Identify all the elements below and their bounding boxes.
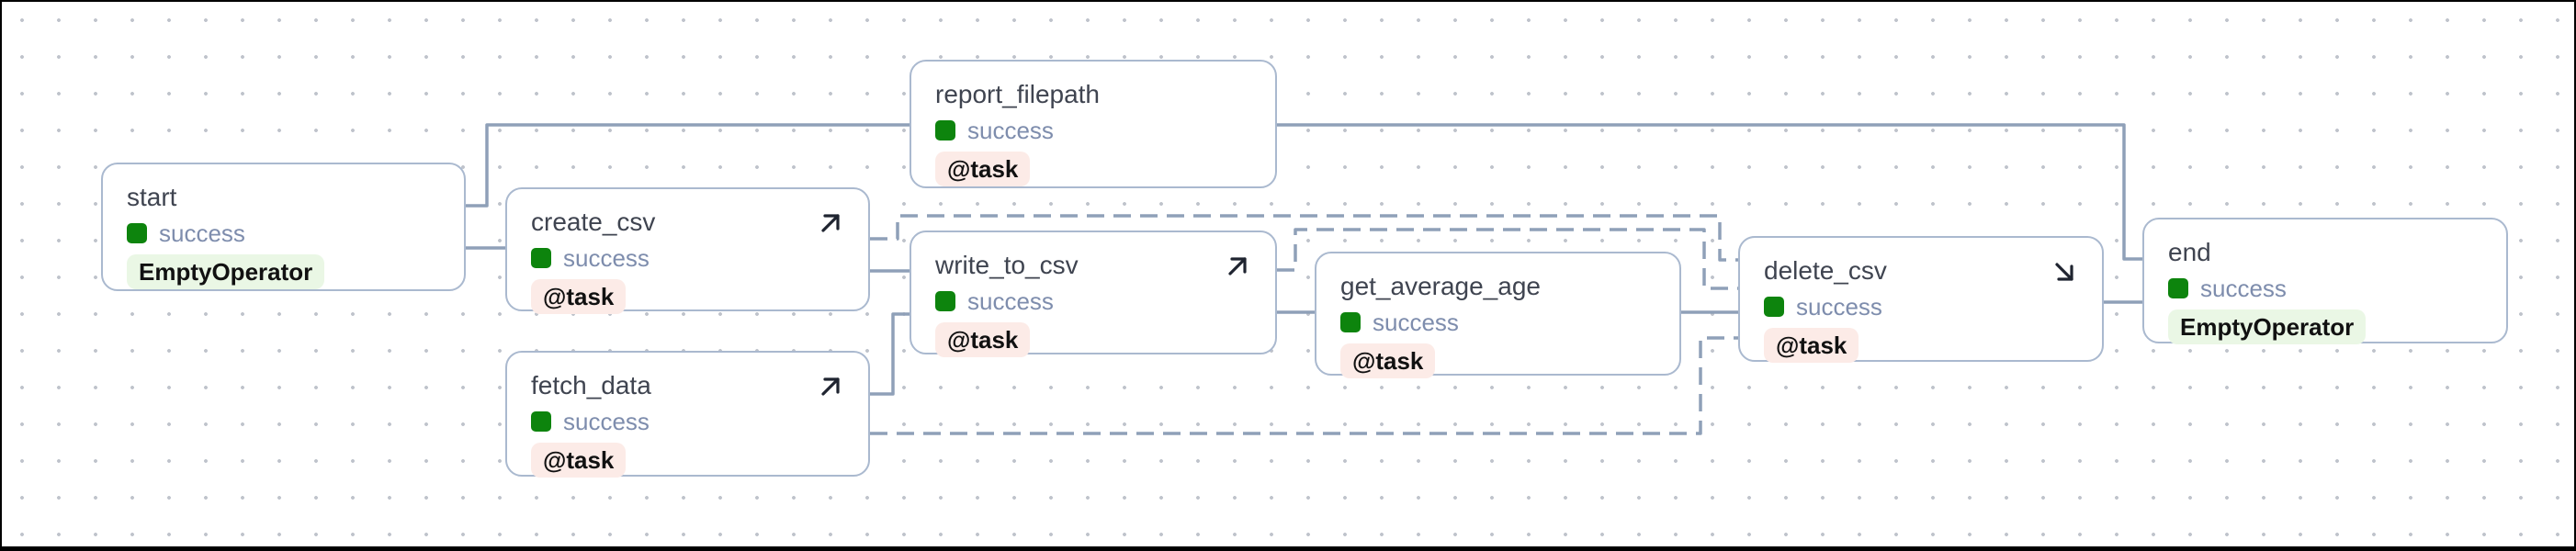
status-label: success	[563, 408, 650, 435]
teardown-arrow-icon	[2049, 256, 2080, 287]
task-decorator-badge: @task	[531, 443, 627, 478]
edge-start-to-report_filepath	[466, 123, 910, 208]
status-label: success	[1373, 309, 1459, 336]
task-status-row: success	[127, 220, 440, 246]
task-status-row: success	[935, 118, 1251, 143]
operator-badge: EmptyOperator	[127, 254, 325, 289]
status-success-icon	[1340, 312, 1361, 332]
task-status-row: success	[2168, 276, 2482, 301]
task-title: start	[127, 183, 177, 211]
task-title: create_csv	[531, 208, 656, 236]
status-label: success	[2200, 275, 2287, 302]
task-title: report_filepath	[935, 80, 1101, 108]
task-decorator-badge: @task	[1764, 328, 1859, 363]
edge-report_filepath-to-end	[1277, 123, 2142, 261]
status-success-icon	[2168, 278, 2188, 298]
task-decorator-badge: @task	[935, 322, 1031, 357]
task-decorator-badge: @task	[1340, 343, 1436, 378]
setup-arrow-icon	[815, 371, 846, 402]
edge-fetch_data-to-delete_csv	[870, 336, 1738, 435]
status-success-icon	[935, 120, 955, 141]
task-title: write_to_csv	[935, 251, 1079, 279]
task-title: fetch_data	[531, 371, 651, 399]
task-title: delete_csv	[1764, 256, 1887, 285]
task-status-row: success	[531, 245, 844, 271]
edge-fetch_data-to-write_to_csv	[870, 312, 910, 396]
task-decorator-badge: @task	[935, 152, 1031, 186]
task-decorator-badge: @task	[531, 279, 627, 314]
task-title: get_average_age	[1340, 272, 1541, 300]
status-label: success	[967, 117, 1054, 144]
task-title: end	[2168, 238, 2211, 266]
setup-arrow-icon	[815, 208, 846, 239]
task-status-row: success	[1340, 309, 1655, 335]
task-status-row: success	[531, 409, 844, 434]
status-label: success	[159, 219, 245, 247]
status-success-icon	[531, 411, 551, 432]
status-label: success	[563, 244, 650, 272]
edge-write_to_csv-to-delete_csv	[1277, 228, 1738, 290]
status-success-icon	[127, 223, 147, 243]
task-status-row: success	[935, 288, 1251, 314]
operator-badge: EmptyOperator	[2168, 309, 2367, 344]
status-label: success	[1796, 293, 1882, 320]
status-success-icon	[531, 248, 551, 268]
task-status-row: success	[1764, 294, 2078, 320]
edge-create_csv-to-delete_csv	[870, 214, 1738, 262]
status-label: success	[967, 287, 1054, 315]
status-success-icon	[935, 291, 955, 311]
setup-arrow-icon	[1222, 251, 1253, 282]
status-success-icon	[1764, 297, 1784, 317]
